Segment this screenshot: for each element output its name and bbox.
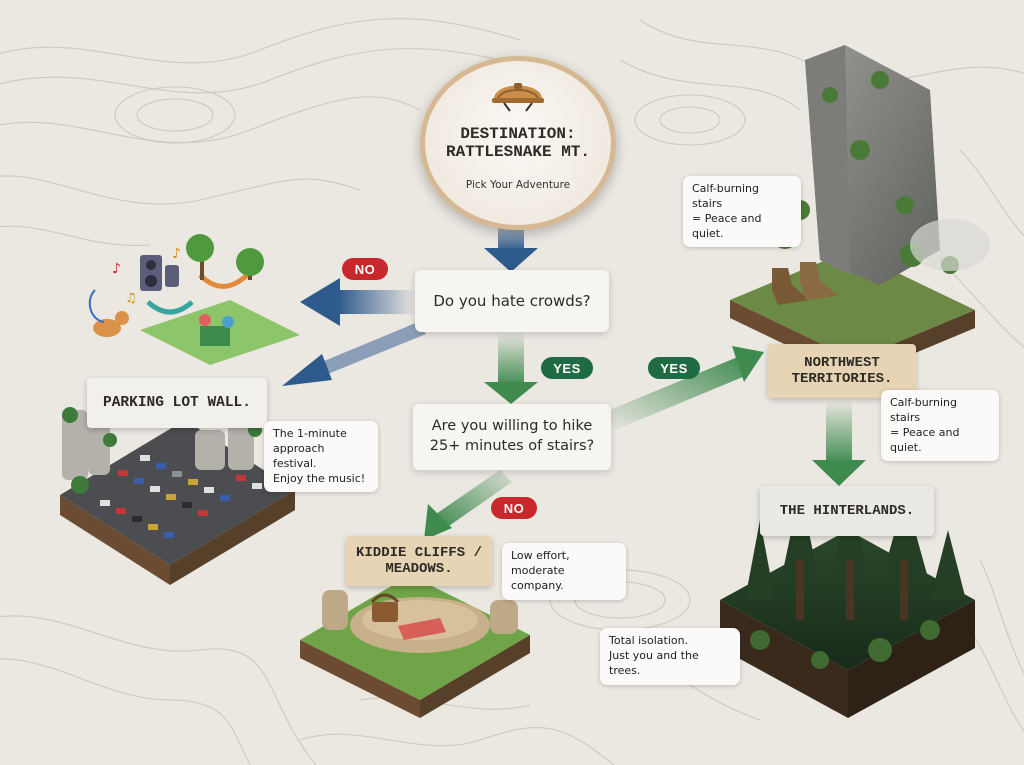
kiddie-title-line-1: KIDDIE CLIFFS /	[355, 544, 483, 561]
hinterlands-note-line-1: Total isolation.	[609, 634, 689, 647]
parking-lot-wall-title: PARKING LOT WALL.	[87, 378, 267, 428]
arrow-q1-no-parking-top	[300, 278, 416, 326]
northwest-territories-title: NORTHWEST TERRITORIES.	[768, 344, 916, 398]
northwest-side-line-2: = Peace and quiet.	[890, 425, 960, 454]
start-title: DESTINATION: RATTLESNAKE MT.	[425, 115, 611, 171]
svg-text:♪: ♪	[172, 246, 181, 262]
svg-text:♪: ♪	[112, 261, 121, 277]
start-subtitle: Pick Your Adventure	[465, 179, 571, 191]
climbing-helmet-icon	[492, 83, 544, 112]
arrow-q1-no-parking-bottom	[282, 322, 426, 386]
northwest-top-line-1: Calf-burning stairs	[692, 182, 759, 210]
arrow-q1-yes-q2	[484, 332, 538, 404]
kiddie-cliffs-title: KIDDIE CLIFFS / MEADOWS.	[346, 536, 492, 586]
yes-label-2: YES	[648, 357, 700, 379]
arrow-q2-no-kiddie	[424, 470, 512, 540]
parking-note-line-2: approach festival.	[273, 441, 325, 470]
hinterlands-note: Total isolation. Just you and the trees.	[600, 628, 740, 685]
kiddie-note-line-2: moderate company.	[511, 563, 565, 592]
northwest-top-line-2: = Peace and quiet.	[692, 211, 762, 240]
hinterlands-title-text: THE HINTERLANDS.	[779, 502, 915, 519]
question-2-box: Are you willing to hike 25+ minutes of s…	[413, 404, 611, 470]
kiddie-note-line-1: Low effort,	[511, 549, 570, 562]
northwest-title-line-2: TERRITORIES.	[791, 371, 893, 387]
parking-lot-illustration	[60, 407, 295, 585]
svg-text:♫: ♫	[125, 291, 137, 306]
start-title-line-2: RATTLESNAKE MT.	[445, 143, 591, 161]
kiddie-cliffs-note: Low effort, moderate company.	[502, 543, 626, 600]
parking-note-line-1: The 1-minute	[273, 427, 347, 440]
question-1-text: Do you hate crowds?	[433, 292, 591, 310]
kiddie-title-line-2: MEADOWS.	[385, 561, 453, 577]
hinterlands-note-line-2: Just you and the trees.	[609, 648, 699, 677]
arrow-q2-yes-northwest	[605, 346, 764, 430]
no-label-2: NO	[491, 497, 537, 519]
question-2-line-1: Are you willing to hike	[431, 418, 593, 435]
hinterlands-illustration	[720, 490, 975, 718]
arrow-northwest-hinterlands	[812, 400, 866, 486]
no-label-1: NO	[342, 258, 388, 280]
question-1-box: Do you hate crowds?	[415, 270, 609, 332]
hinterlands-title: THE HINTERLANDS.	[760, 486, 934, 536]
parking-note-line-3: Enjoy the music!	[273, 471, 366, 485]
kiddie-cliffs-illustration	[300, 575, 530, 718]
northwest-note-side: Calf-burning stairs = Peace and quiet.	[881, 390, 999, 462]
start-title-line-1: DESTINATION:	[460, 124, 576, 143]
parking-lot-wall-note: The 1-minute approach festival. Enjoy th…	[264, 421, 378, 493]
festival-illustration: ♪ ♪ ♫	[88, 234, 300, 365]
northwest-side-line-1: Calf-burning stairs	[890, 396, 957, 424]
parking-lot-wall-title-text: PARKING LOT WALL.	[103, 394, 251, 411]
start-node: DESTINATION: RATTLESNAKE MT. Pick Your A…	[420, 56, 616, 230]
northwest-title-line-1: NORTHWEST	[804, 354, 880, 371]
question-2-line-2: 25+ minutes of stairs?	[429, 438, 595, 454]
northwest-territories-illustration	[730, 45, 990, 378]
yes-label-1: YES	[541, 357, 593, 379]
northwest-note-top: Calf-burning stairs = Peace and quiet.	[683, 176, 801, 248]
